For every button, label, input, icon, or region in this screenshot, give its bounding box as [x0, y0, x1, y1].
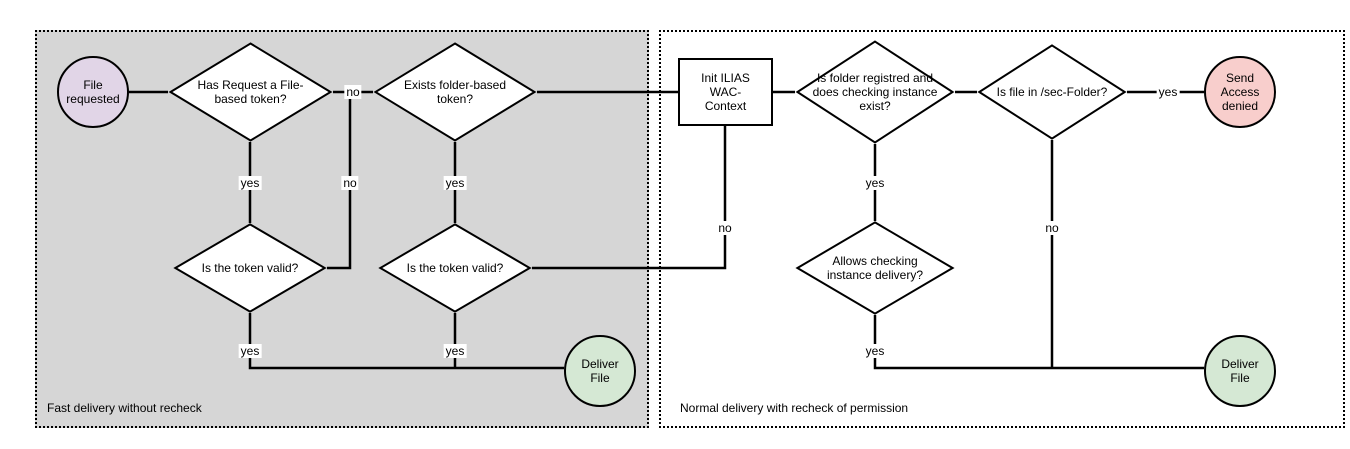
start-node-file-requested: File requested	[57, 56, 129, 128]
node-label: Deliver File	[581, 356, 619, 385]
node-label: File requested	[66, 77, 120, 106]
end-node-deliver-file-normal: Deliver File	[1204, 335, 1276, 407]
decision-has-file-token: Has Request a File-based token?	[168, 42, 333, 142]
decision-folder-registered: Is folder registred and does checking in…	[795, 40, 955, 144]
end-node-deliver-file-fast: Deliver File	[564, 335, 636, 407]
node-label: Send Access denied	[1220, 70, 1260, 114]
edge-allows-yes-deliver	[873, 315, 1204, 370]
node-label: Is file in /sec-Folder?	[996, 84, 1108, 99]
process-init-wac-context: Init ILIAS WAC-Context	[678, 58, 773, 126]
decision-token-valid-file: Is the token valid?	[173, 223, 327, 313]
node-label: Has Request a File-based token?	[197, 77, 304, 106]
node-label: Init ILIAS WAC-Context	[701, 70, 750, 114]
edge-label-yes: yes	[443, 176, 467, 190]
decision-allows-checking-delivery: Allows checking instance delivery?	[795, 221, 955, 315]
edge-label-yes: yes	[443, 344, 467, 358]
edge-tokenvalid1-no	[327, 92, 352, 270]
node-label: Exists folder-based token?	[403, 77, 507, 106]
edge-label-no: no	[344, 85, 362, 99]
edge-label-yes: yes	[238, 344, 262, 358]
edge-tokenvalid2-no-to-init	[532, 126, 727, 270]
diamond-shape	[173, 223, 327, 313]
edge-label-yes: yes	[1156, 85, 1180, 99]
node-label: Allows checking instance delivery?	[826, 253, 924, 282]
edge-label-no: no	[716, 221, 734, 235]
node-label: Deliver File	[1221, 356, 1259, 385]
diamond-shape	[378, 223, 532, 313]
diamond-shape	[795, 221, 955, 315]
end-node-send-access-denied: Send Access denied	[1204, 56, 1276, 128]
region-label-fast-delivery: Fast delivery without recheck	[47, 401, 202, 415]
edge-label-no: no	[1043, 221, 1061, 235]
edge-label-yes: yes	[863, 176, 887, 190]
diamond-shape	[373, 42, 537, 142]
diamond-shape	[977, 44, 1127, 140]
edge-label-no: no	[341, 176, 359, 190]
region-label-normal-delivery: Normal delivery with recheck of permissi…	[680, 401, 909, 415]
edge-tokenvalid1-yes-deliver	[248, 313, 564, 370]
decision-file-in-sec-folder: Is file in /sec-Folder?	[977, 44, 1127, 140]
node-label: Is folder registred and does checking in…	[812, 70, 938, 114]
decision-exists-folder-token: Exists folder-based token?	[373, 42, 537, 142]
diamond-shape	[795, 40, 955, 144]
node-label: Is the token valid?	[201, 260, 299, 275]
region-fast-delivery	[35, 30, 649, 428]
node-label: Is the token valid?	[406, 260, 504, 275]
decision-token-valid-folder: Is the token valid?	[378, 223, 532, 313]
diamond-shape	[168, 42, 333, 142]
edge-label-yes: yes	[863, 344, 887, 358]
edge-label-yes: yes	[238, 176, 262, 190]
